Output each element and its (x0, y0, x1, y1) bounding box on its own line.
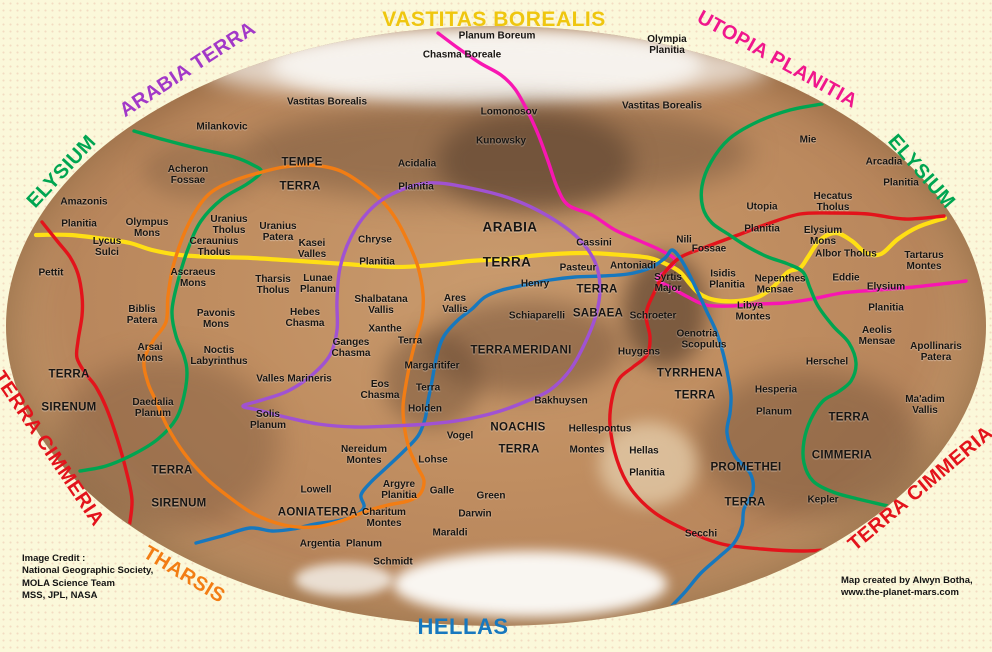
vastitas-dark-band (241, 101, 751, 203)
acidalia-dark-region (437, 110, 634, 212)
margaritifer-dark-region (383, 332, 482, 428)
south-polar-cap (393, 551, 668, 617)
sirenum-dark-region (55, 356, 281, 530)
mars-map-disc (6, 26, 986, 626)
north-polar-cap (270, 29, 702, 101)
meridiani-dark-region (427, 299, 624, 395)
hellas-bright-basin (598, 422, 697, 506)
syrtis-major-dark-region (623, 254, 707, 368)
map-author-credit-text: Map created by Alwyn Botha, www.the-plan… (841, 575, 973, 599)
acheron-dark-region (143, 140, 261, 200)
image-credit-text: Image Credit : National Geographic Socie… (22, 553, 154, 602)
north-polar-cap-halo (202, 35, 771, 101)
cimmeria-dark-region (696, 368, 923, 518)
south-polar-cap-west (295, 563, 394, 596)
